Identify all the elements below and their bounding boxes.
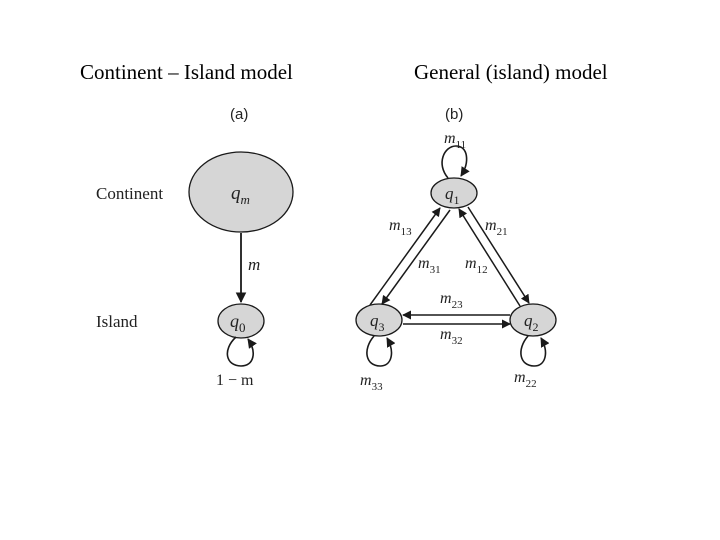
edge-label-self-loop: 1 − m bbox=[216, 372, 254, 389]
edge-m31-arrow bbox=[381, 209, 451, 305]
svg-text:q0: q0 bbox=[230, 311, 246, 335]
edge-label-m33: m33 bbox=[360, 372, 383, 393]
edge-m12-arrow bbox=[458, 208, 521, 307]
svg-text:qm: qm bbox=[231, 183, 250, 207]
edge-label-m32: m32 bbox=[440, 326, 463, 347]
node-q2: q2 bbox=[509, 303, 557, 337]
edge-m33-self-loop bbox=[366, 335, 396, 367]
node-q3: q3 bbox=[355, 303, 403, 337]
edge-label-m13: m13 bbox=[389, 217, 412, 238]
node-island: q0 bbox=[217, 303, 265, 339]
svg-text:q1: q1 bbox=[445, 184, 460, 207]
title-general-island-model: General (island) model bbox=[414, 60, 608, 84]
edge-label-migration: m bbox=[248, 255, 260, 274]
node-island-q: q bbox=[230, 311, 239, 331]
node-continent: qm bbox=[188, 151, 294, 233]
edge-island-self-loop bbox=[226, 336, 257, 367]
node-continent-q: q bbox=[231, 183, 241, 204]
node-continent-sub: m bbox=[241, 192, 250, 207]
edge-label-m12: m12 bbox=[465, 255, 488, 276]
panel-b-label: (b) bbox=[445, 106, 463, 123]
edge-m21-arrow bbox=[467, 206, 530, 304]
edge-label-m23: m23 bbox=[440, 290, 463, 311]
edge-label-m22: m22 bbox=[514, 369, 537, 390]
row-label-continent: Continent bbox=[96, 184, 163, 203]
node-q1: q1 bbox=[430, 177, 478, 209]
edge-label-m11: m11 bbox=[444, 130, 466, 151]
svg-text:q2: q2 bbox=[524, 311, 539, 334]
edge-m13-arrow bbox=[369, 207, 441, 306]
row-label-island: Island bbox=[96, 312, 138, 331]
title-continent-island-model: Continent – Island model bbox=[80, 60, 293, 84]
edge-label-m21: m21 bbox=[485, 217, 508, 238]
edge-label-m31: m31 bbox=[418, 255, 441, 276]
panel-a-label: (a) bbox=[230, 106, 248, 123]
edge-m22-self-loop bbox=[520, 335, 550, 367]
edge-m11-self-loop bbox=[441, 145, 470, 179]
node-island-sub: 0 bbox=[239, 320, 246, 335]
svg-text:q3: q3 bbox=[370, 311, 385, 334]
